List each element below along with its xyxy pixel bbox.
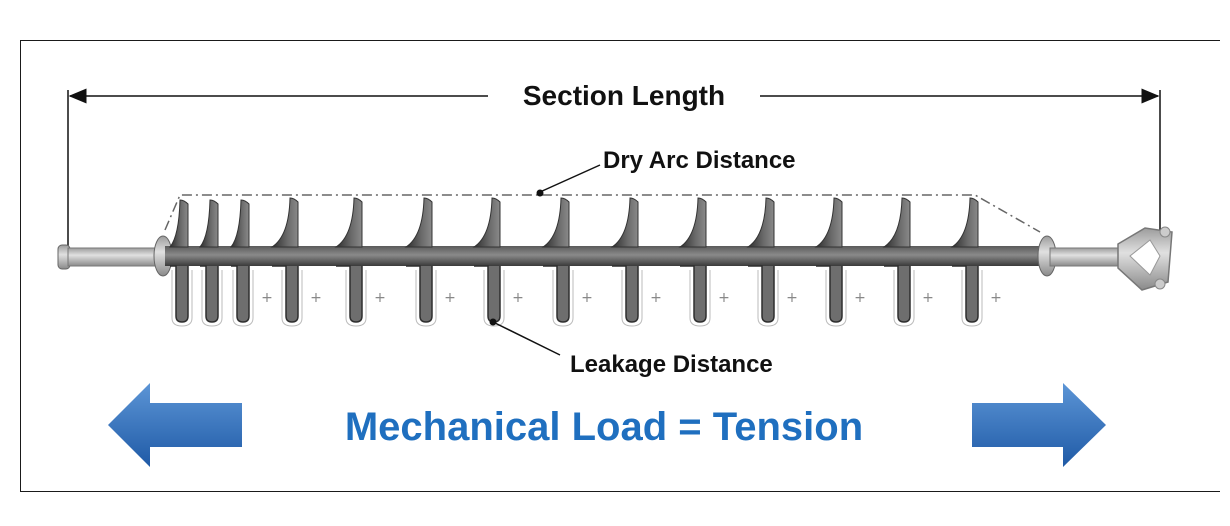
plus-sign: + [310,290,322,306]
plus-sign: + [512,290,524,306]
leakage-label: Leakage Distance [570,351,773,378]
plus-sign: + [374,290,386,306]
plus-sign: + [650,290,662,306]
dry-arc-dimension: Dry Arc Distance [164,147,1041,233]
plus-sign: + [990,290,1002,306]
shed [746,197,779,327]
shed [198,199,223,327]
shed [610,197,643,327]
section-length-label: Section Length [523,80,725,111]
leakage-dimension: Leakage Distance [489,318,773,378]
shed [814,197,847,327]
shed [168,199,193,327]
shed [541,197,574,327]
plus-sign: + [922,290,934,306]
dry-arc-label: Dry Arc Distance [603,147,796,174]
dry-arc-leader [539,164,601,193]
plus-sign: + [854,290,866,306]
shed [950,197,983,327]
plus-sign: + [581,290,593,306]
plus-sign: + [786,290,798,306]
shed [882,197,915,327]
shed [678,197,711,327]
plus-sign: + [261,290,273,306]
mechanical-load-label: Mechanical Load = Tension [345,405,863,449]
core-rod [165,246,1045,266]
shed [270,197,303,327]
shed [334,197,367,327]
left-end-fitting [57,235,173,277]
mechanical-load: Mechanical Load = Tension [108,383,1106,467]
right-end-fitting [1037,226,1173,291]
plus-sign: + [718,290,730,306]
shed [229,199,254,327]
leakage-dot [489,318,497,326]
section-length-dimension: Section Length [67,80,1161,255]
shed [404,197,437,327]
left-arrow-icon [108,383,242,467]
polymer-insulator: + + + + + + + + + + + + [57,197,1173,327]
leakage-leader [492,321,561,356]
dry-arc-dot [536,189,544,197]
plus-sign: + [444,290,456,306]
sheds-group: + + + + + + + + + + + + [168,197,1002,327]
dry-arc-path [164,194,1041,233]
right-arrow-icon [972,383,1106,467]
